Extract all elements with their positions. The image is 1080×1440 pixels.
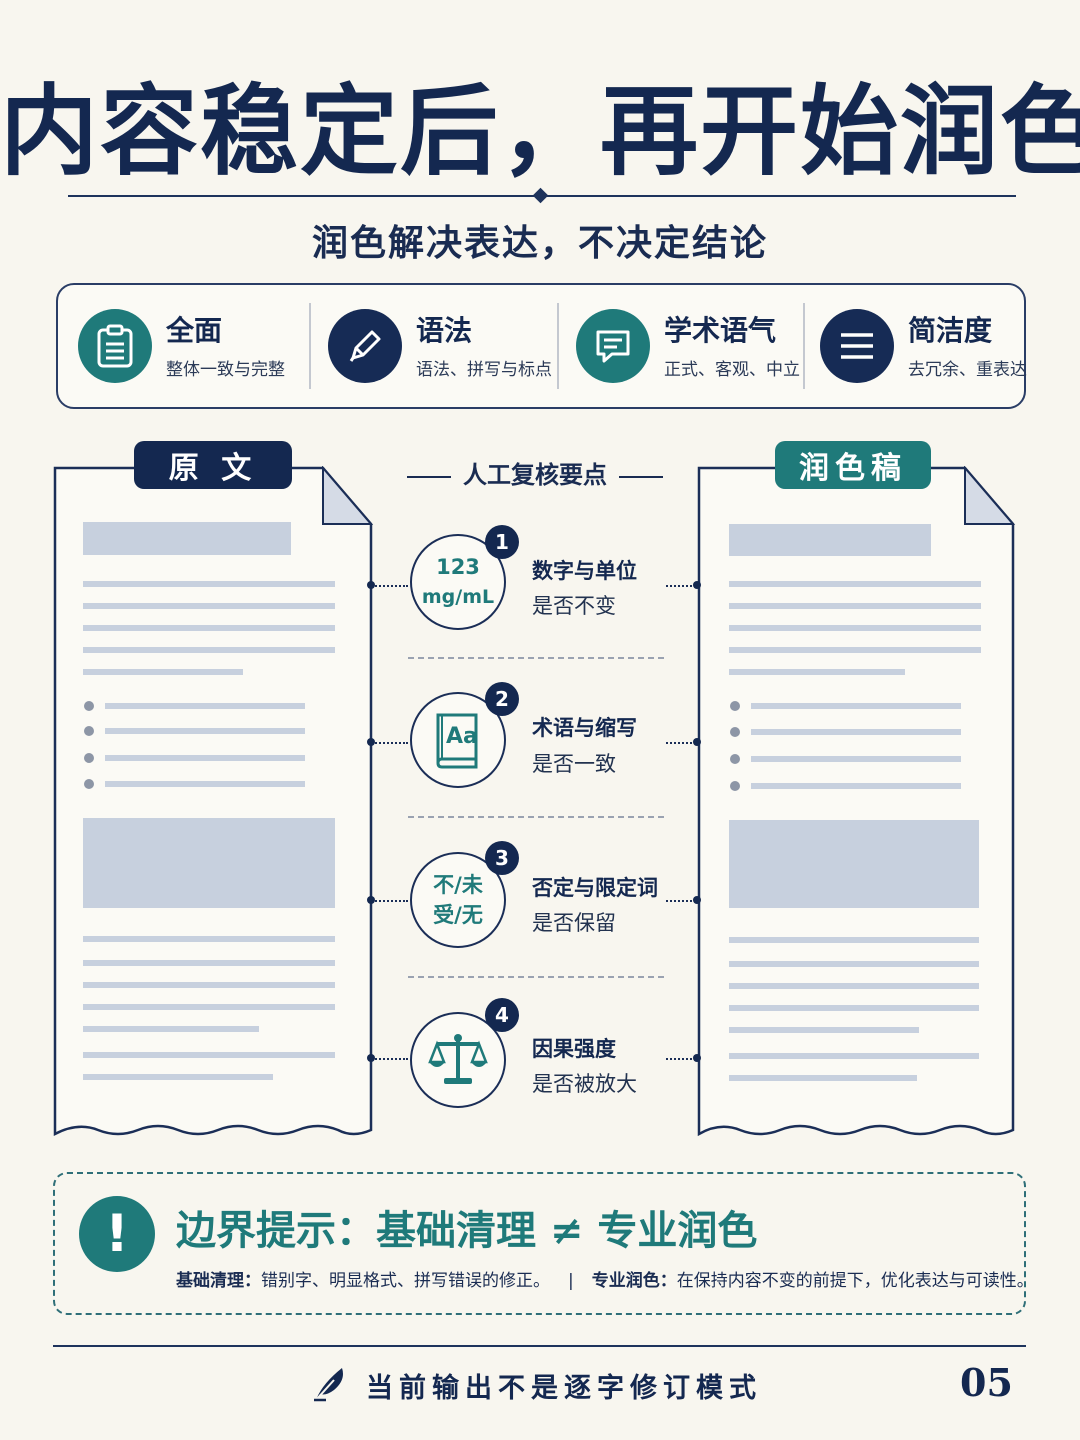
pro-polish-text: 在保持内容不变的前提下，优化表达与可读性。 [676, 1271, 1034, 1291]
connector-left [372, 742, 408, 744]
page-number: 05 [960, 1360, 1013, 1405]
menu-lines-icon [820, 309, 894, 383]
point-divider [408, 816, 664, 818]
chat-bubble-icon [576, 309, 650, 383]
point-divider [408, 657, 664, 659]
original-label: 原 文 [134, 441, 292, 489]
icon-text: 123 [436, 555, 480, 579]
review-title: 人工复核要点 [463, 460, 607, 489]
connector-dot [693, 738, 701, 746]
point-number-badge: 1 [485, 525, 519, 559]
feature-conciseness: 简洁度 去冗余、重表达 [820, 285, 1027, 407]
feature-academic-tone: 学术语气 正式、客观、中立 [576, 285, 800, 407]
original-document [53, 466, 373, 1138]
point-number-badge: 3 [485, 841, 519, 875]
feature-name: 学术语气 [664, 313, 777, 347]
basic-cleanup-label: 基础清理： [176, 1271, 261, 1291]
connector-right [666, 585, 696, 587]
connector-right [666, 742, 696, 744]
connector-dot [367, 738, 375, 746]
connector-dot [693, 896, 701, 904]
point-title: 因果强度 [532, 1037, 616, 1061]
point-title: 术语与缩写 [532, 716, 637, 740]
icon-text: 受/无 [433, 903, 483, 927]
footer-note: 当前输出不是逐字修订模式 [366, 1373, 762, 1404]
exclamation-icon: ! [79, 1196, 155, 1272]
point-divider [408, 976, 664, 978]
boundary-tip-title: 边界提示：基础清理 ≠ 专业润色 [176, 1207, 758, 1254]
page-title: 内容稳定后，再开始润色 [0, 74, 1080, 189]
point-number-badge: 2 [485, 682, 519, 716]
connector-right [666, 900, 696, 902]
page-subtitle: 润色解决表达，不决定结论 [311, 222, 768, 264]
quill-icon [312, 1366, 348, 1402]
connector-dot [693, 581, 701, 589]
point-title: 数字与单位 [532, 559, 637, 583]
icon-text: 不/未 [433, 873, 483, 897]
feature-separator [803, 303, 805, 389]
feature-desc: 语法、拼写与标点 [416, 359, 552, 380]
pro-polish-label: 专业润色： [591, 1271, 677, 1291]
connector-left [372, 1058, 408, 1060]
connector-dot [367, 896, 375, 904]
feature-grammar: 语法 语法、拼写与标点 [328, 285, 552, 407]
basic-cleanup-text: 错别字、明显格式、拼写错误的修正。 [261, 1271, 550, 1291]
clipboard-icon [78, 309, 152, 383]
point-title: 否定与限定词 [532, 876, 658, 900]
point-subtitle: 是否被放大 [532, 1072, 637, 1096]
icon-text: mg/mL [421, 586, 495, 608]
book-icon: Aa [410, 692, 506, 788]
boundary-tip-desc: 基础清理：错别字、明显格式、拼写错误的修正。 | 专业润色：在保持内容不变的前提下，… [176, 1266, 1034, 1291]
connector-left [372, 900, 408, 902]
point-subtitle: 是否一致 [532, 752, 616, 776]
connector-dot [367, 581, 375, 589]
feature-desc: 整体一致与完整 [166, 359, 285, 380]
feature-name: 简洁度 [908, 313, 993, 347]
feature-name: 全面 [166, 313, 223, 347]
feature-name: 语法 [416, 313, 473, 347]
point-subtitle: 是否保留 [532, 911, 616, 935]
polished-document [697, 466, 1016, 1138]
pencil-icon [328, 309, 402, 383]
separator: | [568, 1271, 574, 1291]
feature-comprehensive: 全面 整体一致与完整 [78, 285, 285, 407]
point-number-badge: 4 [485, 998, 519, 1032]
boundary-tip-box [53, 1172, 1026, 1315]
feature-desc: 正式、客观、中立 [664, 359, 800, 380]
review-header: 人工复核要点 [390, 455, 680, 490]
point-subtitle: 是否不变 [532, 594, 616, 618]
polished-label: 润色稿 [775, 441, 931, 489]
connector-right [666, 1058, 696, 1060]
feature-separator [557, 303, 559, 389]
scale-icon [410, 1012, 506, 1108]
feature-separator [309, 303, 311, 389]
feature-bar: 全面 整体一致与完整 语法 语法、拼写与标点 学术语气 正式、客观、中立 简洁度… [56, 283, 1027, 409]
feature-desc: 去冗余、重表达 [908, 359, 1027, 380]
footer-divider [53, 1345, 1026, 1347]
icon-text: Aa [446, 724, 478, 749]
connector-dot [367, 1054, 375, 1062]
connector-left [372, 585, 408, 587]
connector-dot [693, 1054, 701, 1062]
